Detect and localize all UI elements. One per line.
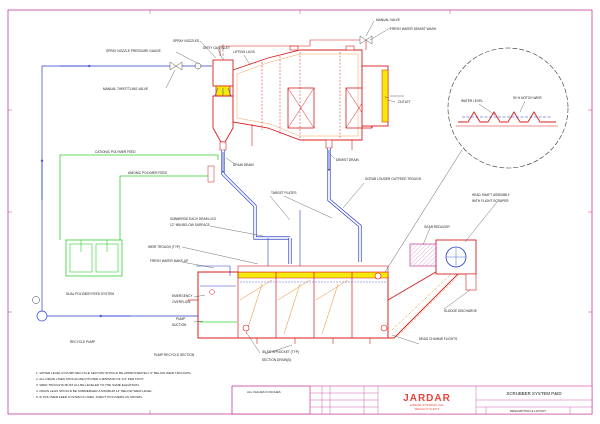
recycle-pump-symbol (36, 310, 48, 322)
label-fresh-water-demist-wash: FRESH WATER DEMIST WASH (390, 27, 437, 31)
diagram-labels: SPRAY NOZZLES DIRTY GAS INLET SPRAY NOZZ… (66, 18, 542, 362)
body-inner-outline (236, 53, 359, 137)
fresh-water-demist-wash-line (219, 39, 367, 56)
idler-sprocket-1 (242, 324, 250, 332)
label-water-level: WATER LEVEL (461, 99, 483, 103)
weir-detail-circle (447, 47, 569, 169)
weir-detail (447, 47, 569, 169)
label-fresh-water-make-up: FRESH WATER MAKE-UP (150, 259, 188, 263)
weir-trough (237, 265, 389, 273)
label-dual-polymer-feed-system: DUAL POLYMER FEED SYSTEM (66, 292, 114, 296)
fresh-water-make-up-line (196, 265, 231, 276)
inlet-tower (212, 59, 234, 87)
drawing-title: SCRUBBER SYSTEM P&ID (506, 391, 561, 396)
label-weir-trough: WEIR TROUGH (TYP) (148, 245, 180, 249)
label-manual-valve: MANUAL VALVE (376, 18, 400, 22)
label-head-shaft-assembly: HEAD SHAFT ASSEMBLY (472, 193, 511, 197)
drag-chain-conveyor (387, 239, 477, 339)
label-spray-nozzles: SPRAY NOZZLES (173, 39, 199, 43)
label-manual-throttling-valve: MANUAL THROTTLING VALVE (103, 87, 148, 91)
label-suction: SUCTION (172, 323, 187, 327)
label-demist-drain: DEMIST DRAIN (336, 158, 359, 162)
inlet-hopper (212, 95, 234, 143)
label-with-flight-scraper: WITH FLIGHT SCRAPER (472, 199, 509, 203)
label-pump-recycle-section: PUMP RECYCLE SECTION (154, 353, 195, 357)
manual-valve-symbol (359, 35, 373, 45)
label-anionic-polymer-feed: ANIONIC POLYMER FEED (128, 171, 168, 175)
label-notch-weir: 90 % NOTCH WEIR (513, 96, 542, 100)
pressure-gauge (194, 62, 202, 70)
scrubber-vessel (212, 44, 404, 151)
label-sludge-discharge: SLUDGE DISCHARGE (444, 309, 477, 313)
label-target-plates: TARGET PLATES (271, 191, 297, 195)
label-section-drains: SECTION DRAIN(S) (262, 358, 291, 362)
anionic-polymer-line (119, 175, 210, 240)
settling-tank (197, 265, 389, 344)
throttling-valve-symbol (169, 61, 183, 71)
lifting-lug-1 (289, 45, 299, 51)
label-spray-nozzle-pressure-gauge: SPRAY NOZZLE PRESSURE GAUGE (106, 49, 161, 53)
label-submerge-each-drain-leg: SUBMERGE EACH DRAIN LEG (170, 217, 217, 221)
label-drain-drain: DRAIN DRAIN (233, 163, 254, 167)
label-cationic-polymer-feed: CATIONIC POLYMER FEED (95, 150, 136, 154)
gear-reducer (409, 243, 437, 267)
label-outlet: OUTLET (398, 100, 411, 104)
label-gear-reducer: GEAR REDUCER (424, 225, 450, 229)
note-2: 2. ALL DRAIN LINES SHOULD BE PITCHED A M… (36, 377, 144, 381)
label-dirty-gas-inlet: DIRTY GAS INLET (203, 46, 230, 50)
cationic-polymer-line (59, 154, 219, 240)
company-name: JARDAR SYSTEMS, INC. (410, 403, 445, 407)
title-block: ALL VALUES IN INCHES JARDAR JARDAR SYSTE… (231, 385, 593, 415)
lifting-lug-2 (345, 45, 355, 51)
label-idler-sprocket: IDLER SPROCKET (TYP) (262, 350, 299, 354)
general-notes: 1. WATER LEVEL IN PUMP RECYCLE SECTION S… (36, 371, 191, 399)
label-lifting-lugs: LIFTING LUGS (233, 50, 255, 54)
pump-recycle-section (199, 300, 237, 336)
note-1: 1. WATER LEVEL IN PUMP RECYCLE SECTION S… (36, 371, 191, 375)
company-line3: SPECIALTY PLANTS (415, 407, 440, 411)
dual-polymer-feed-system (65, 239, 123, 277)
notch-weir-profile (458, 111, 556, 123)
drawing-subtitle: DESCRIPTION & LAYOUT (510, 409, 546, 413)
note-5: 5. IF POLYMER FEED SYSTEM IS USED, INJEC… (36, 395, 143, 399)
notes-box-title: ALL VALUES IN INCHES (247, 390, 281, 394)
label-pump: PUMP (176, 317, 185, 321)
label-below-surface: 12" MIN BELOW SURFACE (170, 223, 210, 227)
scrubber-main-body (232, 49, 363, 141)
label-overflow: OVERFLOW (172, 300, 190, 304)
label-recycle-pump: RECYCLE PUMP (70, 340, 95, 344)
internal-baffles (261, 52, 341, 138)
polymer-injection-point (207, 165, 215, 183)
label-drag-chain-flights: DRAG CHAIN/W FLIGHTS (419, 337, 457, 341)
demister-pad-1 (287, 87, 315, 129)
label-emergency: EMERGENCY (172, 294, 193, 298)
note-4: 4. DRAIN LEGS SHOULD BE SUBMERGED A MINI… (36, 389, 153, 393)
company-logo: JARDAR (403, 393, 451, 404)
recycle-spray-line (41, 65, 212, 300)
label-scrub-louder-outfeed-trough: SCRUB LOUDER OUTFEED TROUGH (365, 177, 422, 181)
note-3: 3. WEIR TROUGHS MUST ALL BE LEVELED TO T… (36, 383, 140, 387)
idler-sprocket-2 (380, 324, 388, 332)
flow-arrow-label: ← (384, 94, 390, 100)
sludge-discharge-chute (465, 273, 477, 291)
drain-leg-branch (267, 210, 301, 270)
